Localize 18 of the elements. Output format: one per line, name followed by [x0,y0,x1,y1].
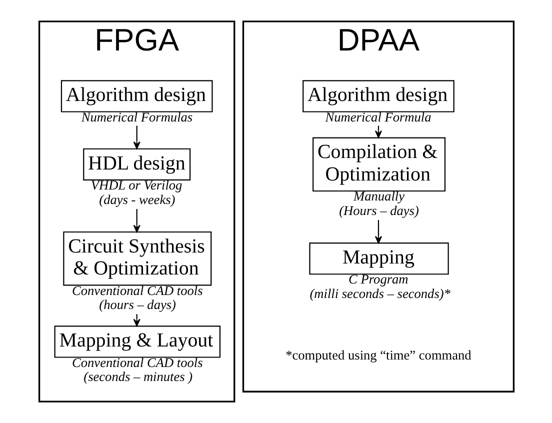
node-label: (seconds – minutes ) [83,369,192,384]
node-label: (hours – days) [98,297,176,312]
node-box: Algorithm design [60,80,212,112]
arrow [374,126,382,138]
node-box: HDL design [82,148,190,180]
node-box: Mapping & Layout [54,326,220,358]
node-box: Mapping [308,242,448,275]
node-box: Compilation & Optimization [312,137,446,192]
arrow [132,314,140,326]
arrow [132,209,140,232]
node-box: Circuit Synthesis & Optimization [62,231,212,286]
arrow [132,126,140,150]
arrow [374,220,382,244]
node-label: (Hours – days) [338,202,418,218]
node-label: (days - weeks) [98,192,175,207]
node-label: (milli seconds – seconds)* [309,286,450,302]
node-box: Algorithm design [302,80,454,112]
label: *computed using “time” command [285,348,471,363]
